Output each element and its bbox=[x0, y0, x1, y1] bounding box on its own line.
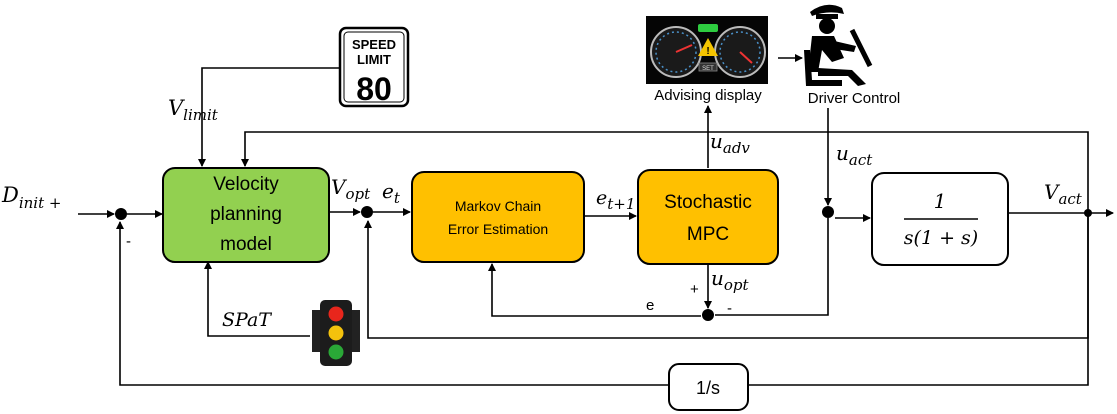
u-act-sub: act bbox=[849, 151, 873, 169]
connections bbox=[78, 54, 1114, 386]
integrator-label: 1/s bbox=[696, 378, 720, 398]
velocity-planning-block: Velocity planning model bbox=[162, 167, 330, 263]
d-init-label: Dinit + bbox=[1, 183, 61, 212]
plus-sign-error: + bbox=[690, 281, 699, 298]
e-t-sub: t bbox=[394, 189, 401, 207]
e-t-main: e bbox=[382, 179, 394, 203]
summing-junction-1 bbox=[115, 208, 127, 220]
d-init-sub: init + bbox=[19, 194, 62, 212]
to-integrator-line bbox=[748, 214, 1089, 386]
advising-display-caption: Advising display bbox=[654, 87, 762, 104]
dashboard-warning: ! bbox=[706, 46, 709, 57]
speed-limit-sign-icon: SPEED LIMIT 80 bbox=[338, 26, 410, 108]
u-act-main: u bbox=[836, 141, 849, 165]
spat-line bbox=[204, 261, 310, 337]
minus-sign-error: - bbox=[727, 300, 732, 317]
plant-denominator: s(1 + s) bbox=[904, 227, 978, 249]
u-opt-sub: opt bbox=[724, 276, 750, 294]
traffic-light-icon bbox=[312, 300, 360, 366]
integrator-feedback-line bbox=[116, 221, 669, 386]
e-t1-label: et+1 bbox=[596, 187, 635, 213]
integrator-block: 1/s bbox=[668, 363, 749, 411]
velocity-block-line-3: model bbox=[220, 234, 272, 255]
error-feedback-line bbox=[488, 263, 701, 317]
error-junction bbox=[702, 309, 714, 321]
v-act-main: V bbox=[1044, 180, 1061, 204]
markov-block-line-2: Error Estimation bbox=[448, 221, 548, 237]
v-limit-sub: limit bbox=[183, 106, 219, 124]
summing-junction-3 bbox=[822, 206, 834, 218]
stochastic-mpc-block: Stochastic MPC bbox=[637, 169, 779, 265]
sign-value: 80 bbox=[356, 71, 392, 107]
e-t1-main: e bbox=[596, 187, 607, 209]
output-branch-point bbox=[1084, 209, 1092, 217]
spat-label: SPaT bbox=[222, 309, 272, 331]
summing-junction-2 bbox=[361, 206, 373, 218]
e-t-label: et bbox=[382, 179, 401, 207]
d-init-main: D bbox=[1, 183, 19, 207]
v-act-top-feedback-line bbox=[241, 131, 1089, 214]
u-opt-main: u bbox=[711, 266, 724, 290]
v-opt-sub: opt bbox=[345, 185, 371, 203]
dashboard-icon: ! SET bbox=[646, 16, 768, 84]
u-act-label: uact bbox=[836, 141, 873, 169]
driver-icon bbox=[804, 4, 873, 86]
e-t1-sub: t+1 bbox=[607, 195, 635, 213]
minus-sign-sum1: - bbox=[126, 233, 131, 250]
sign-line-1: SPEED bbox=[352, 37, 396, 52]
markov-chain-block: Markov Chain Error Estimation bbox=[411, 171, 585, 263]
mpc-block-line-2: MPC bbox=[687, 224, 729, 245]
v-limit-main: V bbox=[168, 96, 185, 120]
u-adv-sub: adv bbox=[723, 139, 751, 157]
v-act-label: Vact bbox=[1044, 180, 1083, 208]
u-opt-label: uopt bbox=[711, 266, 750, 294]
sign-line-2: LIMIT bbox=[357, 52, 391, 67]
v-limit-line bbox=[198, 67, 340, 167]
velocity-block-line-2: planning bbox=[210, 204, 282, 225]
plant-transfer-block: 1 s(1 + s) bbox=[871, 172, 1009, 266]
v-act-sub: act bbox=[1058, 190, 1082, 208]
plant-numerator: 1 bbox=[934, 189, 947, 213]
v-opt-main: V bbox=[331, 175, 348, 199]
mpc-block-line-1: Stochastic bbox=[664, 192, 752, 213]
junctions bbox=[115, 206, 1092, 321]
markov-block-line-1: Markov Chain bbox=[455, 198, 541, 214]
v-limit-label: Vlimit bbox=[168, 96, 219, 124]
dashboard-center-label: SET bbox=[702, 66, 714, 72]
u-act-branch-line bbox=[715, 218, 829, 316]
v-opt-label: Vopt bbox=[331, 175, 371, 203]
error-label: e bbox=[646, 297, 654, 314]
signal-labels: Dinit + Vlimit Vopt et et+1 uadv uact uo… bbox=[1, 96, 1083, 331]
velocity-block-line-1: Velocity bbox=[213, 174, 279, 195]
driver-control-caption: Driver Control bbox=[808, 90, 901, 107]
u-adv-label: uadv bbox=[710, 129, 750, 157]
u-adv-main: u bbox=[710, 129, 723, 153]
